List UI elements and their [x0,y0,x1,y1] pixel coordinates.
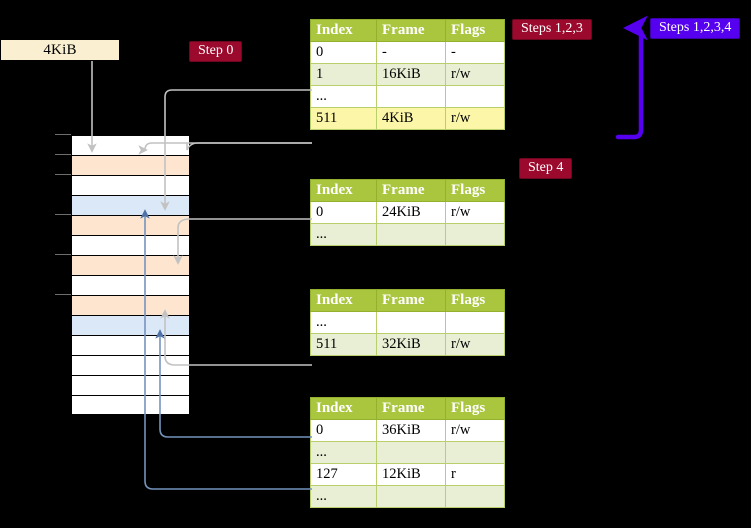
cell-flags: r [445,463,505,486]
memory-row [71,235,190,255]
table-row: ... [310,441,505,464]
cell-flags: r/w [445,63,505,86]
table-row: 127 12KiB r [310,463,505,486]
frame-tick [55,294,71,295]
column-header-flags: Flags [445,397,505,420]
memory-row [71,295,190,315]
cell-index: ... [310,311,377,334]
cell-flags: r/w [445,201,505,224]
memory-row [71,215,190,235]
page-size-box: 4KiB [0,39,120,61]
column-header-flags: Flags [445,179,505,202]
cell-index: 1 [310,63,377,86]
table-row: ... [310,485,505,508]
frame-tick [55,154,71,155]
column-header-flags: Flags [445,19,505,42]
cell-frame: - [376,41,446,64]
memory-row [71,175,190,195]
cell-flags: - [445,41,505,64]
column-header-frame: Frame [376,289,446,312]
table-row: 511 32KiB r/w [310,333,505,356]
cell-frame [376,223,446,246]
cell-frame [376,441,446,464]
badge-step-4: Step 4 [519,158,573,179]
frame-tick [55,254,71,255]
badge-steps-123: Steps 1,2,3 [512,19,592,40]
cell-index: 511 [310,333,377,356]
cell-flags [445,441,505,464]
badge-step-0: Step 0 [189,41,243,62]
column-header-index: Index [310,179,377,202]
column-header-index: Index [310,397,377,420]
column-header-frame: Frame [376,19,446,42]
cell-frame [376,311,446,334]
table-row: ... [310,223,505,246]
cell-index: 127 [310,463,377,486]
frame-tick [55,174,71,175]
table-row: 0 36KiB r/w [310,419,505,442]
cell-index: 511 [310,107,377,130]
cell-flags: r/w [445,333,505,356]
wire-steps-bracket [615,15,648,140]
cell-flags: r/w [445,419,505,442]
cell-flags [445,85,505,108]
cell-flags [445,485,505,508]
cell-index: 0 [310,41,377,64]
cell-index: ... [310,85,377,108]
cell-frame: 4KiB [376,107,446,130]
column-header-flags: Flags [445,289,505,312]
column-header-index: Index [310,289,377,312]
cell-index: ... [310,441,377,464]
cell-flags [445,311,505,334]
cell-index: ... [310,223,377,246]
memory-row [71,135,190,155]
cell-frame [376,485,446,508]
page-table-level-2: Index Frame Flags ... 511 32KiB r/w [310,289,505,356]
column-header-frame: Frame [376,179,446,202]
memory-row [71,375,190,395]
cell-flags: r/w [445,107,505,130]
column-header-frame: Frame [376,397,446,420]
page-table-level-3: Index Frame Flags 0 24KiB r/w ... [310,179,505,246]
cell-index: 0 [310,419,377,442]
page-table-level-1: Index Frame Flags 0 36KiB r/w ... 127 12… [310,397,505,508]
physical-memory-column [71,135,190,415]
memory-row [71,195,190,215]
table-row: 1 16KiB r/w [310,63,505,86]
page-size-label: 4KiB [43,41,77,58]
table-row: ... [310,85,505,108]
cell-frame: 24KiB [376,201,446,224]
memory-row [71,335,190,355]
cell-index: 0 [310,201,377,224]
memory-row [71,315,190,335]
page-table-level-4: Index Frame Flags 0 - - 1 16KiB r/w ... … [310,19,505,130]
cell-frame: 12KiB [376,463,446,486]
frame-tick [55,214,71,215]
memory-row [71,275,190,295]
cell-frame: 36KiB [376,419,446,442]
table-row: ... [310,311,505,334]
cell-frame: 16KiB [376,63,446,86]
table-row-highlighted: 511 4KiB r/w [310,107,505,130]
wire-table2-row0 [173,218,312,265]
memory-row [71,255,190,275]
cell-frame: 32KiB [376,333,446,356]
cell-index: ... [310,485,377,508]
cell-flags [445,223,505,246]
memory-row [71,355,190,375]
cell-frame [376,85,446,108]
wire-table1-row511-stub [186,142,312,151]
table-row: 0 24KiB r/w [310,201,505,224]
memory-row [71,155,190,175]
column-header-index: Index [310,19,377,42]
table-row: 0 - - [310,41,505,64]
badge-steps-1234: Steps 1,2,3,4 [650,18,741,39]
frame-tick [55,134,71,135]
memory-row [71,395,190,415]
